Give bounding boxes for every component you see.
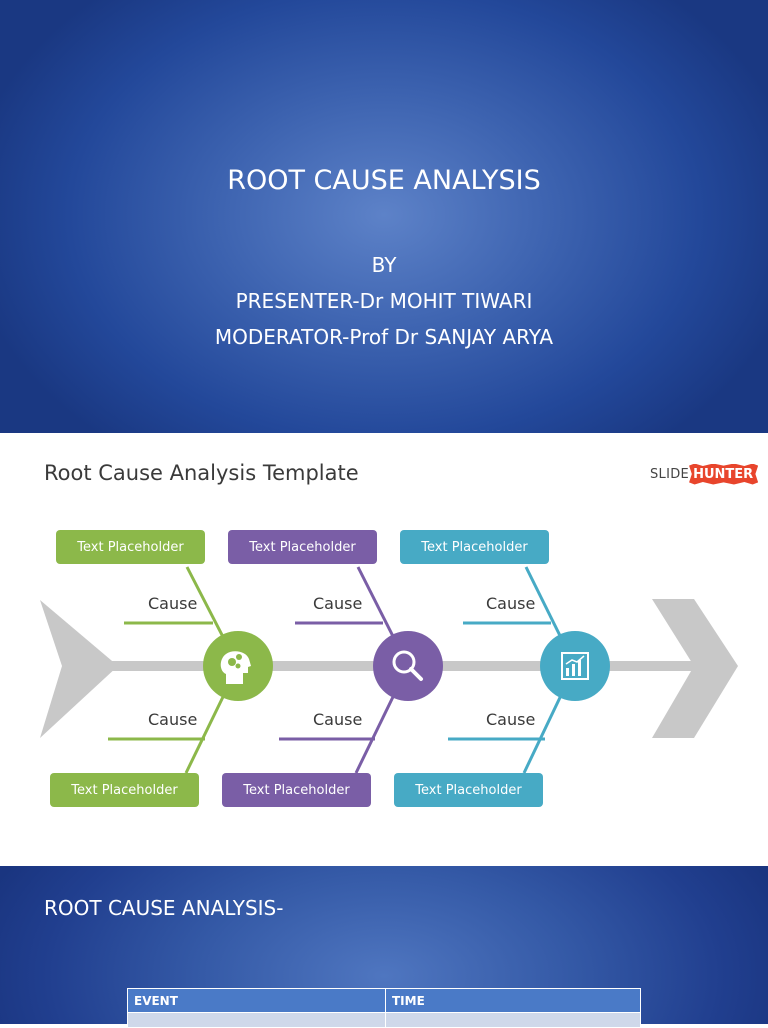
table-cell	[385, 1012, 641, 1028]
text-placeholder-purple-top: Text Placeholder	[228, 530, 377, 564]
by-label: BY	[371, 253, 397, 277]
cause-label-purple-bottom: Cause	[313, 710, 363, 729]
logo-text-hunter: HUNTER	[689, 463, 759, 485]
analysis-slide: ROOT CAUSE ANALYSIS- EVENT TIME	[0, 866, 768, 1028]
fishbone-slide: Root Cause Analysis Template SLIDE HUNTE…	[0, 433, 768, 866]
bar-chart-icon	[540, 631, 610, 701]
fishbone-diagram	[40, 566, 738, 774]
slide-title: ROOT CAUSE ANALYSIS	[227, 165, 541, 196]
fish-head-arrow	[652, 599, 738, 738]
slide-title: ROOT CAUSE ANALYSIS-	[44, 896, 284, 920]
cause-label-teal-bottom: Cause	[486, 710, 536, 729]
slidehunter-logo: SLIDE HUNTER	[650, 461, 759, 487]
head-gears-icon	[203, 631, 273, 701]
cause-label-teal-top: Cause	[486, 594, 536, 613]
text-placeholder-teal-bottom: Text Placeholder	[394, 773, 543, 807]
moderator-line: MODERATOR-Prof Dr SANJAY ARYA	[214, 325, 554, 349]
table-cell	[127, 1012, 386, 1028]
magnifier-icon	[373, 631, 443, 701]
text-placeholder-teal-top: Text Placeholder	[400, 530, 549, 564]
table-row	[127, 1012, 641, 1028]
cause-label-green-top: Cause	[148, 594, 198, 613]
text-placeholder-green-top: Text Placeholder	[56, 530, 205, 564]
slide-title: Root Cause Analysis Template	[44, 461, 359, 485]
event-time-table: EVENT TIME	[127, 988, 641, 1028]
column-header-event: EVENT	[127, 988, 386, 1013]
logo-text-slide: SLIDE	[650, 466, 690, 482]
text-placeholder-purple-bottom: Text Placeholder	[222, 773, 371, 807]
table-header-row: EVENT TIME	[127, 988, 641, 1013]
cause-label-purple-top: Cause	[313, 594, 363, 613]
column-header-time: TIME	[385, 988, 641, 1013]
cause-label-green-bottom: Cause	[148, 710, 198, 729]
presenter-line: PRESENTER-Dr MOHIT TIWARI	[235, 289, 533, 313]
text-placeholder-green-bottom: Text Placeholder	[50, 773, 199, 807]
title-slide: ROOT CAUSE ANALYSIS BY PRESENTER-Dr MOHI…	[0, 0, 768, 433]
